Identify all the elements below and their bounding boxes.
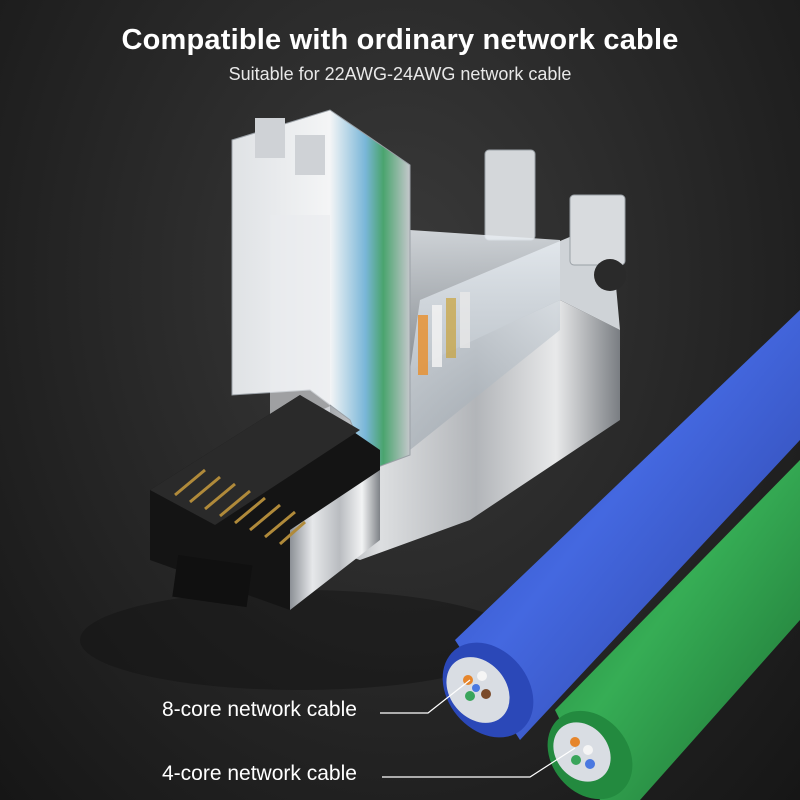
cable-4-core-conductors: [570, 737, 595, 769]
callout-4-leader: [382, 747, 576, 778]
blue-8-core-cable: [442, 310, 800, 740]
cable-8-core-conductors: [463, 671, 491, 701]
wire-ends: [418, 292, 470, 375]
rj45-plug: [150, 395, 380, 610]
callout-4-core-label: 4-core network cable: [162, 762, 357, 785]
subheadline: Suitable for 22AWG-24AWG network cable: [228, 64, 572, 84]
connector-lid: [231, 109, 411, 471]
plug-contacts: [174, 468, 306, 546]
callout-8-leader: [380, 679, 471, 714]
headline: Compatible with ordinary network cable: [121, 24, 679, 56]
callout-8-core-label: 8-core network cable: [162, 698, 357, 721]
green-4-core-cable: [547, 460, 800, 800]
